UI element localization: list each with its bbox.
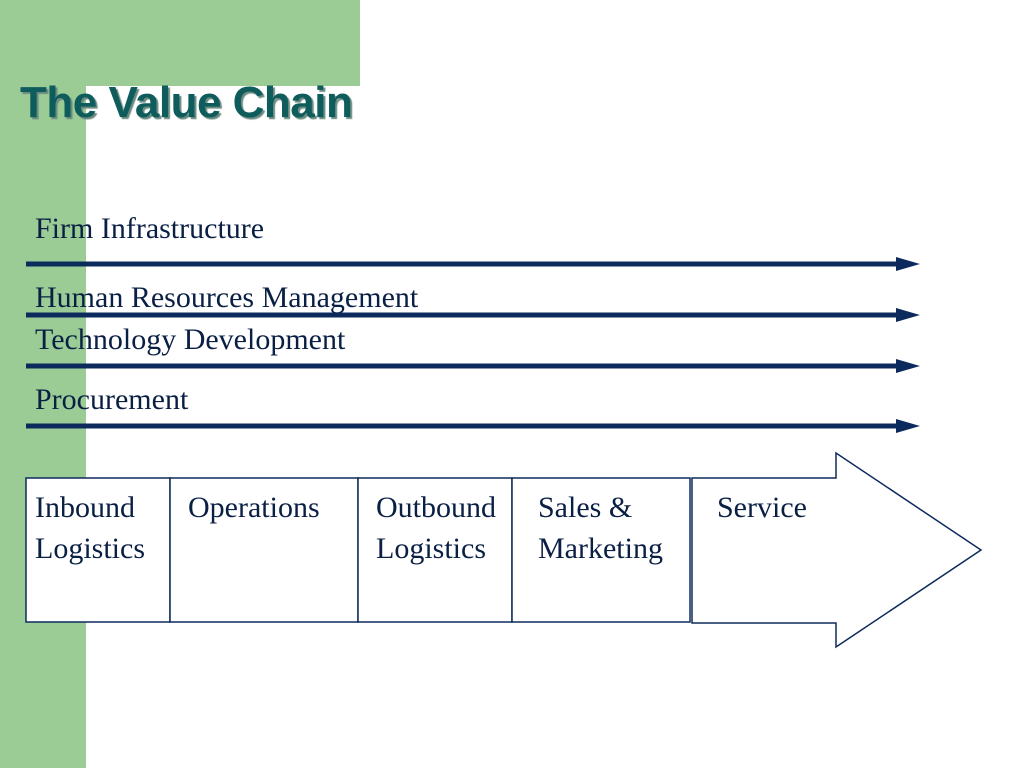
header-decoration [0, 0, 360, 86]
activity-outbound-line1: Outbound [376, 491, 496, 524]
activity-sales-line2: Marketing [538, 532, 663, 565]
support-arrow-technology-development [26, 359, 920, 373]
support-label-technology-development: Technology Development [35, 323, 346, 356]
support-arrow-procurement [26, 419, 920, 433]
support-label-firm-infrastructure: Firm Infrastructure [35, 212, 265, 245]
service-arrow-shape [691, 451, 983, 649]
box-outbound-logistics [357, 477, 513, 623]
activity-sales-line1: Sales & [538, 491, 633, 524]
activity-inbound-line2: Logistics [35, 532, 145, 565]
activity-service: Service [717, 487, 807, 528]
box-operations [169, 477, 359, 623]
activity-inbound-line1: Inbound [35, 491, 135, 524]
box-inbound-logistics [25, 477, 171, 623]
activity-operations: Operations [188, 487, 320, 528]
activity-operations-line1: Operations [188, 491, 320, 524]
primary-activity-boxes [25, 451, 983, 649]
box-sales-marketing [511, 477, 691, 623]
support-arrow-human-resources [26, 308, 920, 322]
activity-service-line1: Service [717, 491, 807, 524]
activity-inbound-logistics: Inbound Logistics [35, 487, 145, 569]
support-label-human-resources: Human Resources Management [35, 281, 419, 314]
support-label-procurement: Procurement [35, 383, 189, 416]
activity-outbound-line2: Logistics [376, 532, 486, 565]
support-arrows [26, 257, 920, 433]
sidebar-decoration [0, 0, 86, 768]
activity-outbound-logistics: Outbound Logistics [376, 487, 496, 569]
support-arrow-firm-infrastructure [26, 257, 920, 271]
activity-sales-marketing: Sales & Marketing [538, 487, 663, 569]
slide-title: The Value Chain [20, 78, 353, 127]
